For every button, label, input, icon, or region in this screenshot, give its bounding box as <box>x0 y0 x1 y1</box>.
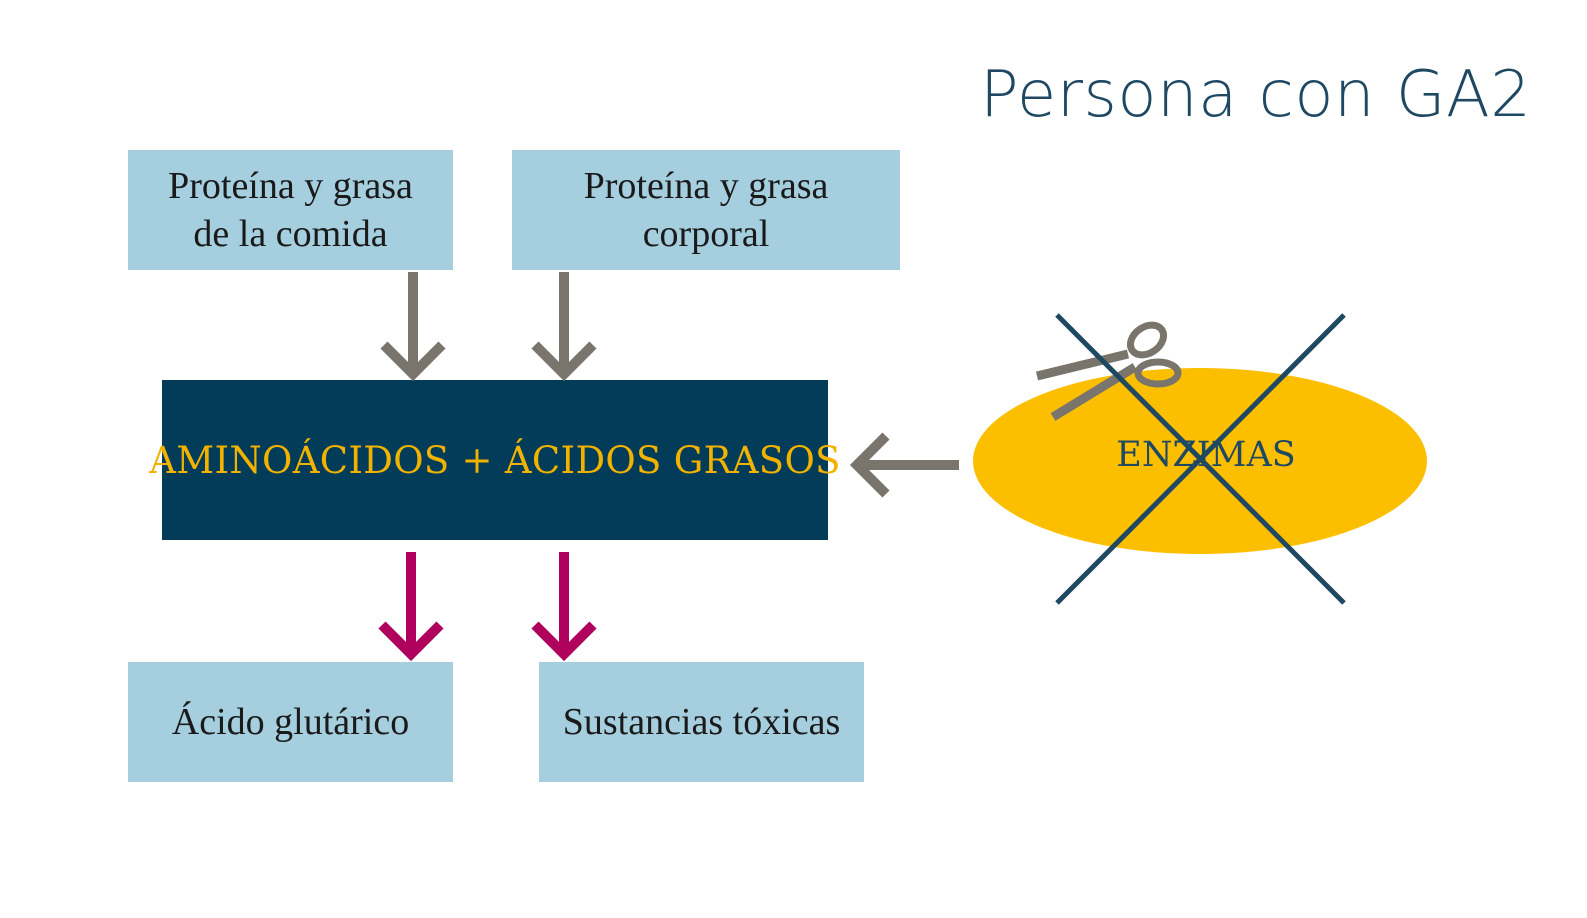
input-box-food: Proteína y grasa de la comida <box>128 150 453 270</box>
output-label-toxic: Sustancias tóxicas <box>562 701 841 743</box>
enzyme-label: ENZIMAS <box>1116 435 1296 475</box>
input-label-food: Proteína y grasa de la comida <box>168 165 413 255</box>
input-label-body: Proteína y grasa corporal <box>583 165 829 255</box>
output-box-toxic: Sustancias tóxicas <box>539 662 864 782</box>
output-label-glutaric: Ácido glutárico <box>171 701 410 743</box>
output-box-glutaric: Ácido glutárico <box>128 662 453 782</box>
scissors-icon <box>1035 321 1182 421</box>
center-box: AMINOÁCIDOS + ÁCIDOS GRASOS <box>149 380 840 540</box>
input-arrow-body <box>531 272 597 382</box>
output-arrow-toxic <box>531 552 597 662</box>
blocked-cross <box>1055 313 1346 605</box>
input-box-body: Proteína y grasa corporal <box>512 150 900 270</box>
input-arrow-food <box>380 272 446 382</box>
center-label: AMINOÁCIDOS + ÁCIDOS GRASOS <box>149 438 841 482</box>
diagram-title: Persona con GA2 <box>980 58 1532 132</box>
enzyme-arrow <box>849 432 959 498</box>
output-arrow-glutaric <box>378 552 444 662</box>
